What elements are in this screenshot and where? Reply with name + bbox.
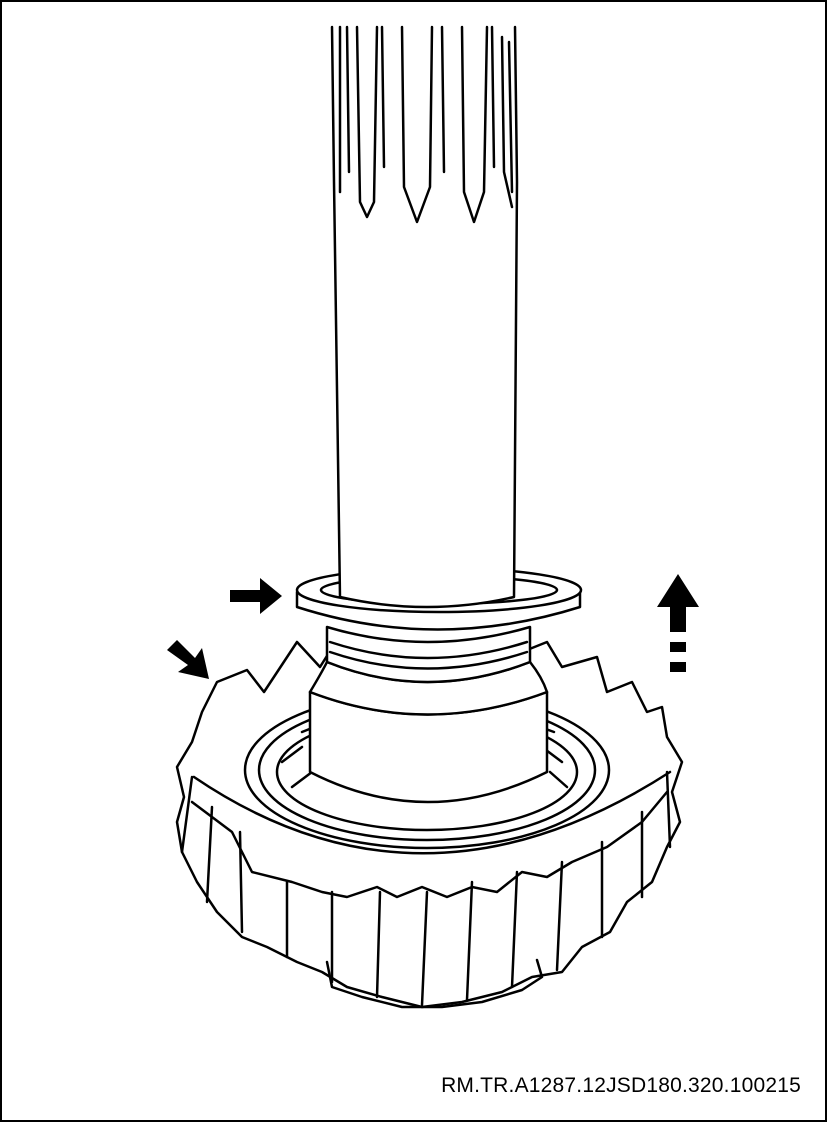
- indicator-arrows: [167, 574, 699, 679]
- gear-lower-hub: [325, 958, 544, 1009]
- shaft-hub: [308, 625, 549, 804]
- shaft-body: [330, 25, 519, 609]
- gear-face-ring: [192, 770, 672, 855]
- hub-thread-lines: [328, 640, 529, 670]
- right-arrow-icon: [230, 578, 282, 614]
- gear-tooth-faces: [180, 770, 672, 1007]
- dashed-up-arrow-icon: [657, 574, 699, 672]
- diagonal-arrow-icon: [167, 640, 209, 679]
- needle-bearing-rollers: [280, 722, 569, 789]
- gear-front-detail: [190, 790, 669, 899]
- shaft-splines: [338, 25, 514, 224]
- splined-shaft: [330, 25, 519, 609]
- reference-code: RM.TR.A1287.12JSD180.320.100215: [441, 1074, 801, 1097]
- hub-threaded-section: [325, 625, 532, 684]
